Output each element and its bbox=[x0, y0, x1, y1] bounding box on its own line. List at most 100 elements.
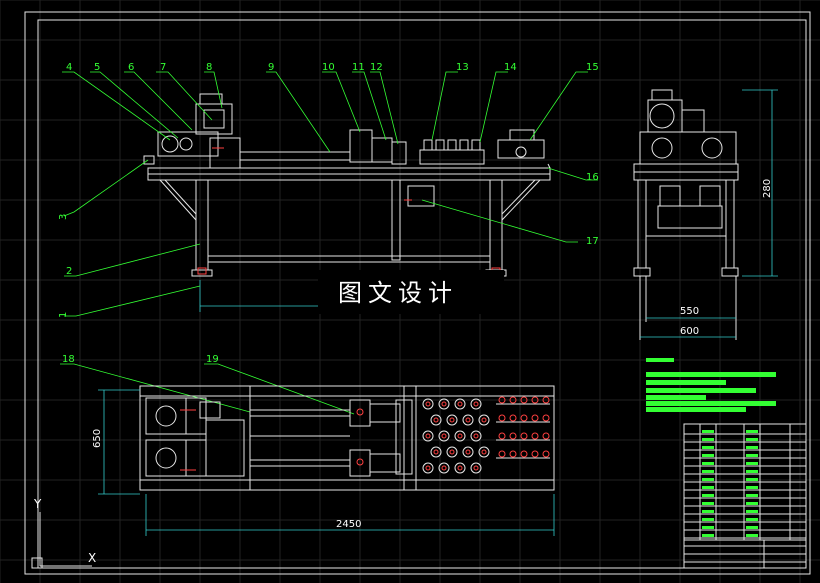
rack-die bbox=[542, 414, 550, 422]
title-block-cell bbox=[702, 438, 714, 441]
part-label-18: 18 bbox=[62, 354, 75, 365]
title-block-cell bbox=[746, 430, 758, 433]
die-center bbox=[457, 401, 463, 407]
rack-die bbox=[498, 450, 506, 458]
die-circle bbox=[478, 446, 490, 458]
die-center bbox=[473, 465, 479, 471]
part-label-1: 1 bbox=[58, 312, 69, 318]
die-center bbox=[473, 433, 479, 439]
rack-die bbox=[509, 396, 517, 404]
die-center bbox=[473, 401, 479, 407]
die-circle bbox=[438, 462, 450, 474]
die-circle bbox=[454, 398, 466, 410]
title-block-cell bbox=[702, 478, 714, 481]
title-block-cell bbox=[746, 534, 758, 537]
title-block-cell bbox=[702, 502, 714, 505]
die-center bbox=[449, 449, 455, 455]
dim-plan-depth: 650 bbox=[92, 429, 103, 448]
title-block-cell bbox=[702, 510, 714, 513]
die-center bbox=[441, 465, 447, 471]
part-label-4: 4 bbox=[66, 62, 72, 73]
die-circle bbox=[438, 430, 450, 442]
ucs-axis-icon: Y X bbox=[31, 497, 96, 569]
rack-die bbox=[520, 396, 528, 404]
die-center bbox=[441, 401, 447, 407]
sheet-outer-frame bbox=[24, 11, 811, 575]
title-block-cell bbox=[746, 438, 758, 441]
watermark-backdrop bbox=[318, 270, 504, 314]
part-label-17: 17 bbox=[586, 236, 599, 247]
rack-die bbox=[542, 432, 550, 440]
die-circle bbox=[470, 398, 482, 410]
part-label-3: 3 bbox=[58, 214, 69, 220]
part-label-11: 11 bbox=[352, 62, 365, 73]
rack-die bbox=[531, 432, 539, 440]
title-block bbox=[683, 423, 807, 569]
axis-y-label: Y bbox=[33, 497, 42, 511]
die-circle bbox=[446, 446, 458, 458]
die-center bbox=[433, 449, 439, 455]
rack-die bbox=[531, 450, 539, 458]
die-center bbox=[481, 417, 487, 423]
side-view bbox=[633, 89, 739, 340]
rack-die bbox=[542, 450, 550, 458]
die-center bbox=[425, 433, 431, 439]
title-block-cell bbox=[702, 534, 714, 537]
die-center bbox=[457, 465, 463, 471]
dim-side-width-inner: 550 bbox=[680, 306, 699, 317]
rack-die bbox=[498, 396, 506, 404]
part-label-16: 16 bbox=[586, 172, 599, 183]
axis-x-label: X bbox=[88, 551, 96, 565]
title-block-cell bbox=[746, 518, 758, 521]
title-block-cell bbox=[746, 478, 758, 481]
rack-die bbox=[520, 414, 528, 422]
die-circle bbox=[438, 398, 450, 410]
die-center bbox=[425, 401, 431, 407]
title-block-cell bbox=[702, 446, 714, 449]
part-label-8: 8 bbox=[206, 62, 212, 73]
part-label-10: 10 bbox=[322, 62, 335, 73]
title-block-cell bbox=[702, 430, 714, 433]
rack-die bbox=[520, 432, 528, 440]
dim-side-height: 280 bbox=[762, 179, 773, 198]
title-block-cell bbox=[746, 446, 758, 449]
dim-side-width-outer: 600 bbox=[680, 326, 699, 337]
technical-notes bbox=[646, 358, 776, 412]
die-circle bbox=[470, 430, 482, 442]
rack-die bbox=[498, 432, 506, 440]
die-center bbox=[425, 465, 431, 471]
watermark-text: 图文设计 bbox=[338, 279, 458, 307]
part-label-7: 7 bbox=[160, 62, 166, 73]
rack-die bbox=[520, 450, 528, 458]
leader-lines bbox=[60, 71, 598, 415]
rack-die bbox=[531, 414, 539, 422]
die-circle bbox=[462, 414, 474, 426]
part-label-9: 9 bbox=[268, 62, 274, 73]
rack-die bbox=[531, 396, 539, 404]
die-center bbox=[449, 417, 455, 423]
part-label-2: 2 bbox=[66, 266, 72, 277]
part-label-13: 13 bbox=[456, 62, 469, 73]
title-block-cell bbox=[702, 462, 714, 465]
rack-die bbox=[509, 414, 517, 422]
die-center bbox=[465, 417, 471, 423]
die-center bbox=[433, 417, 439, 423]
part-label-5: 5 bbox=[94, 62, 100, 73]
die-circle bbox=[470, 462, 482, 474]
title-block-cell bbox=[746, 454, 758, 457]
part-label-15: 15 bbox=[586, 62, 599, 73]
die-center bbox=[457, 433, 463, 439]
die-center bbox=[465, 449, 471, 455]
title-block-cell bbox=[702, 486, 714, 489]
title-block-cell bbox=[702, 470, 714, 473]
title-block-cell bbox=[746, 462, 758, 465]
plan-view bbox=[139, 385, 555, 491]
die-circle bbox=[454, 462, 466, 474]
die-rack bbox=[496, 396, 550, 459]
die-circle bbox=[454, 430, 466, 442]
die-circle bbox=[478, 414, 490, 426]
title-block-cell bbox=[746, 510, 758, 513]
die-center bbox=[481, 449, 487, 455]
rack-die bbox=[542, 396, 550, 404]
